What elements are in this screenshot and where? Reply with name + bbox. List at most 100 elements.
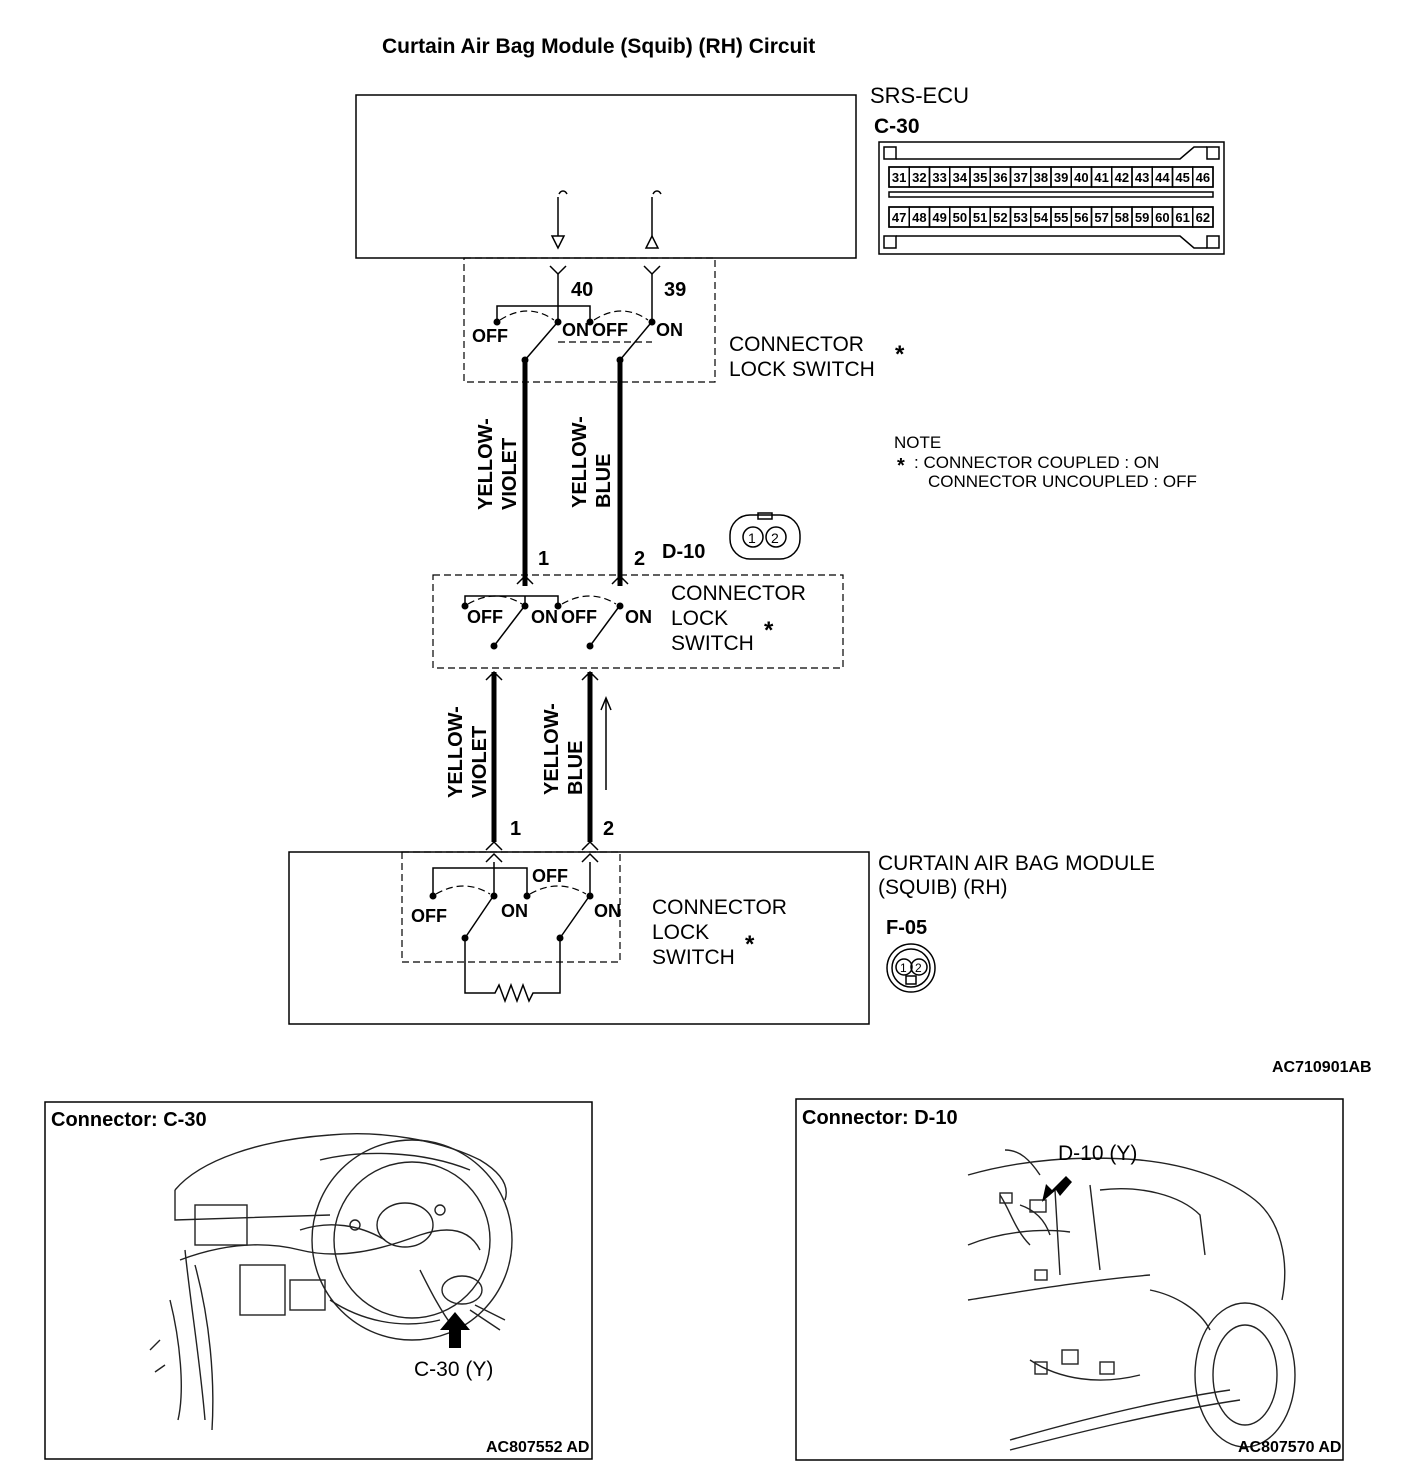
c30-pin-number: 44	[1155, 170, 1170, 185]
switch-on-label: ON	[594, 901, 621, 921]
ecu-terminal-40-arrow	[550, 235, 566, 250]
c30-pin-number: 50	[953, 210, 967, 225]
switch-off-label: OFF	[467, 607, 503, 627]
c30-pin-number: 51	[973, 210, 987, 225]
ecu-name: SRS-ECU	[870, 83, 969, 108]
ecu-terminal-39-arrow	[644, 234, 660, 249]
c30-pin-number: 46	[1196, 170, 1210, 185]
c30-pin-number: 35	[973, 170, 987, 185]
d10-icon-pin2: 2	[771, 530, 779, 546]
wire-label-blue: BLUE	[565, 741, 587, 795]
c30-pin-number: 53	[1013, 210, 1027, 225]
c30-pin-number: 33	[932, 170, 946, 185]
air-bag-module-box	[288, 851, 870, 1025]
lock-switch-label-line1: CONNECTOR	[729, 333, 864, 356]
c30-pin-number: 39	[1054, 170, 1068, 185]
lock-switch-label-switch: SWITCH	[652, 946, 735, 969]
c30-pin-number: 57	[1094, 210, 1108, 225]
panel-d10-code: AC807570 AD	[1238, 1439, 1341, 1456]
lock-switch-label-switch: SWITCH	[671, 632, 754, 655]
c30-callout: C-30 (Y)	[414, 1358, 493, 1381]
switch-off-label: OFF	[532, 866, 568, 886]
ecu-lock-switch-box	[463, 257, 716, 383]
c30-pin-number: 38	[1034, 170, 1048, 185]
asterisk: *	[764, 617, 774, 644]
srs-ecu-box	[355, 94, 857, 259]
c30-pin-cell	[1192, 206, 1214, 228]
switch-off-label: OFF	[472, 326, 508, 346]
pin-40: 40	[571, 279, 593, 301]
switch-on-label: ON	[562, 320, 589, 340]
note-line-2: CONNECTOR UNCOUPLED : OFF	[928, 472, 1197, 491]
d10-connector-icon: 1 2	[729, 512, 801, 560]
c30-pin-number: 48	[912, 210, 926, 225]
panel-c30-code: AC807552 AD	[486, 1439, 589, 1456]
switch-on-label: ON	[656, 320, 683, 340]
c30-pin-number: 54	[1034, 210, 1049, 225]
ecu-terminal-40-curl	[558, 190, 568, 195]
d10-icon-pin1: 1	[748, 530, 756, 546]
c30-pin-number: 55	[1054, 210, 1068, 225]
c30-pin-number: 31	[892, 170, 906, 185]
c30-pin-number: 58	[1115, 210, 1129, 225]
wire-label-yellow-blue: YELLOW-	[541, 703, 563, 795]
c30-pin-number: 41	[1094, 170, 1108, 185]
f05-pin-1: 1	[510, 818, 521, 840]
lock-switch-label-line2: LOCK SWITCH	[729, 358, 875, 381]
lock-switch-label-lock: LOCK	[671, 607, 728, 630]
d10-pin-2: 2	[634, 548, 645, 570]
asterisk: *	[745, 931, 755, 958]
panel-d10	[795, 1098, 1344, 1461]
panel-c30	[44, 1101, 593, 1460]
d10-label: D-10	[662, 541, 705, 563]
c30-pin-number: 52	[993, 210, 1007, 225]
panel-c30-title: Connector: C-30	[51, 1109, 207, 1131]
wire-label-blue: BLUE	[593, 454, 615, 508]
c30-pin-number: 40	[1074, 170, 1088, 185]
switch-off-label: OFF	[561, 607, 597, 627]
note-heading: NOTE	[894, 433, 941, 452]
lock-switch-label-line1: CONNECTOR	[652, 896, 787, 919]
lock-switch-label-line1: CONNECTOR	[671, 582, 806, 605]
d10-pin-1: 1	[538, 548, 549, 570]
figure-code: AC710901AB	[1272, 1059, 1372, 1076]
c30-pointer-arrow	[440, 1312, 470, 1348]
c30-pin-number: 32	[912, 170, 926, 185]
switch-off-label: OFF	[411, 906, 447, 926]
c30-pin-number: 49	[932, 210, 946, 225]
pin-39: 39	[664, 279, 686, 301]
c30-pin-number: 59	[1135, 210, 1149, 225]
c30-pin-number: 56	[1074, 210, 1088, 225]
note-asterisk: *	[897, 455, 905, 477]
c30-pin-cell	[1192, 166, 1214, 188]
asterisk: *	[895, 341, 905, 368]
switch-on-label: ON	[501, 901, 528, 921]
f05-icon-pin1: 1	[900, 961, 907, 975]
f05-connector-icon: 1 2	[886, 943, 936, 993]
ecu-connector-label: C-30	[874, 115, 920, 138]
d10-callout: D-10 (Y)	[1058, 1142, 1137, 1165]
wire-label-yellow-blue: YELLOW-	[569, 416, 591, 508]
c30-pin-number: 37	[1013, 170, 1027, 185]
wire-label-yellow-violet: YELLOW-	[445, 706, 467, 798]
d10-pointer-arrow	[1042, 1176, 1072, 1202]
diagram-title: Curtain Air Bag Module (Squib) (RH) Circ…	[382, 35, 815, 58]
wire-label-violet: VIOLET	[469, 726, 491, 798]
wire-label-violet: VIOLET	[499, 438, 521, 510]
d10-lock-switch-box	[432, 574, 844, 669]
module-label-line2: (SQUIB) (RH)	[878, 876, 1008, 899]
module-lock-switch-box	[401, 851, 621, 963]
c30-pin-number: 45	[1175, 170, 1189, 185]
squib-resistor	[464, 938, 561, 1004]
c30-pin-number: 47	[892, 210, 906, 225]
vehicle-rear-illustration	[967, 1149, 1296, 1451]
wire-label-yellow-violet: YELLOW-	[475, 418, 497, 510]
c30-pin-number: 42	[1115, 170, 1129, 185]
f05-icon-pin2: 2	[915, 961, 922, 975]
ecu-terminal-39-curl	[652, 190, 662, 195]
c30-pin-number: 60	[1155, 210, 1169, 225]
